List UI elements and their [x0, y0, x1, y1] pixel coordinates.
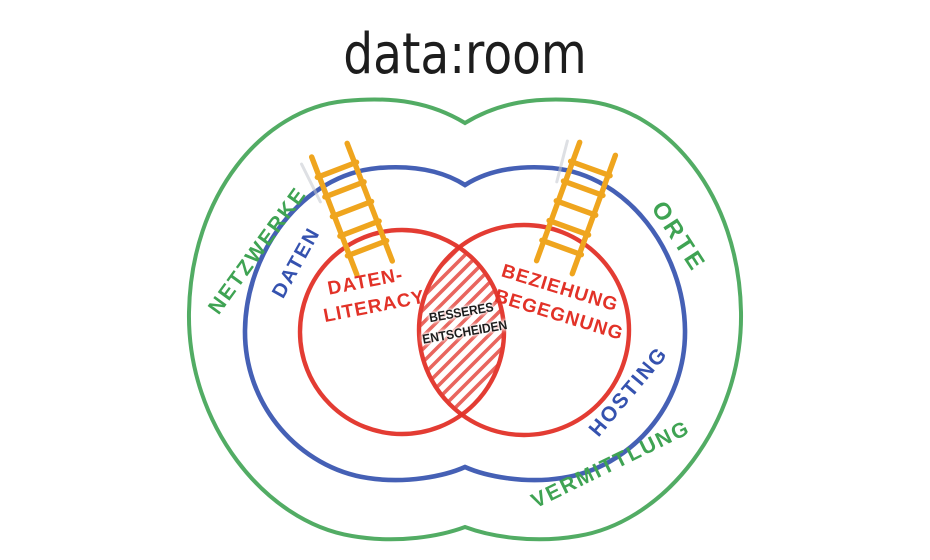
outer-green-blob [186, 97, 744, 542]
venn-right-circle [416, 222, 632, 438]
inner-blue-blob [242, 164, 688, 483]
venn-left-circle [297, 227, 507, 437]
ladder-left-icon [300, 140, 396, 278]
ladder-right-icon [533, 139, 619, 277]
page-title: data:room [343, 22, 587, 87]
